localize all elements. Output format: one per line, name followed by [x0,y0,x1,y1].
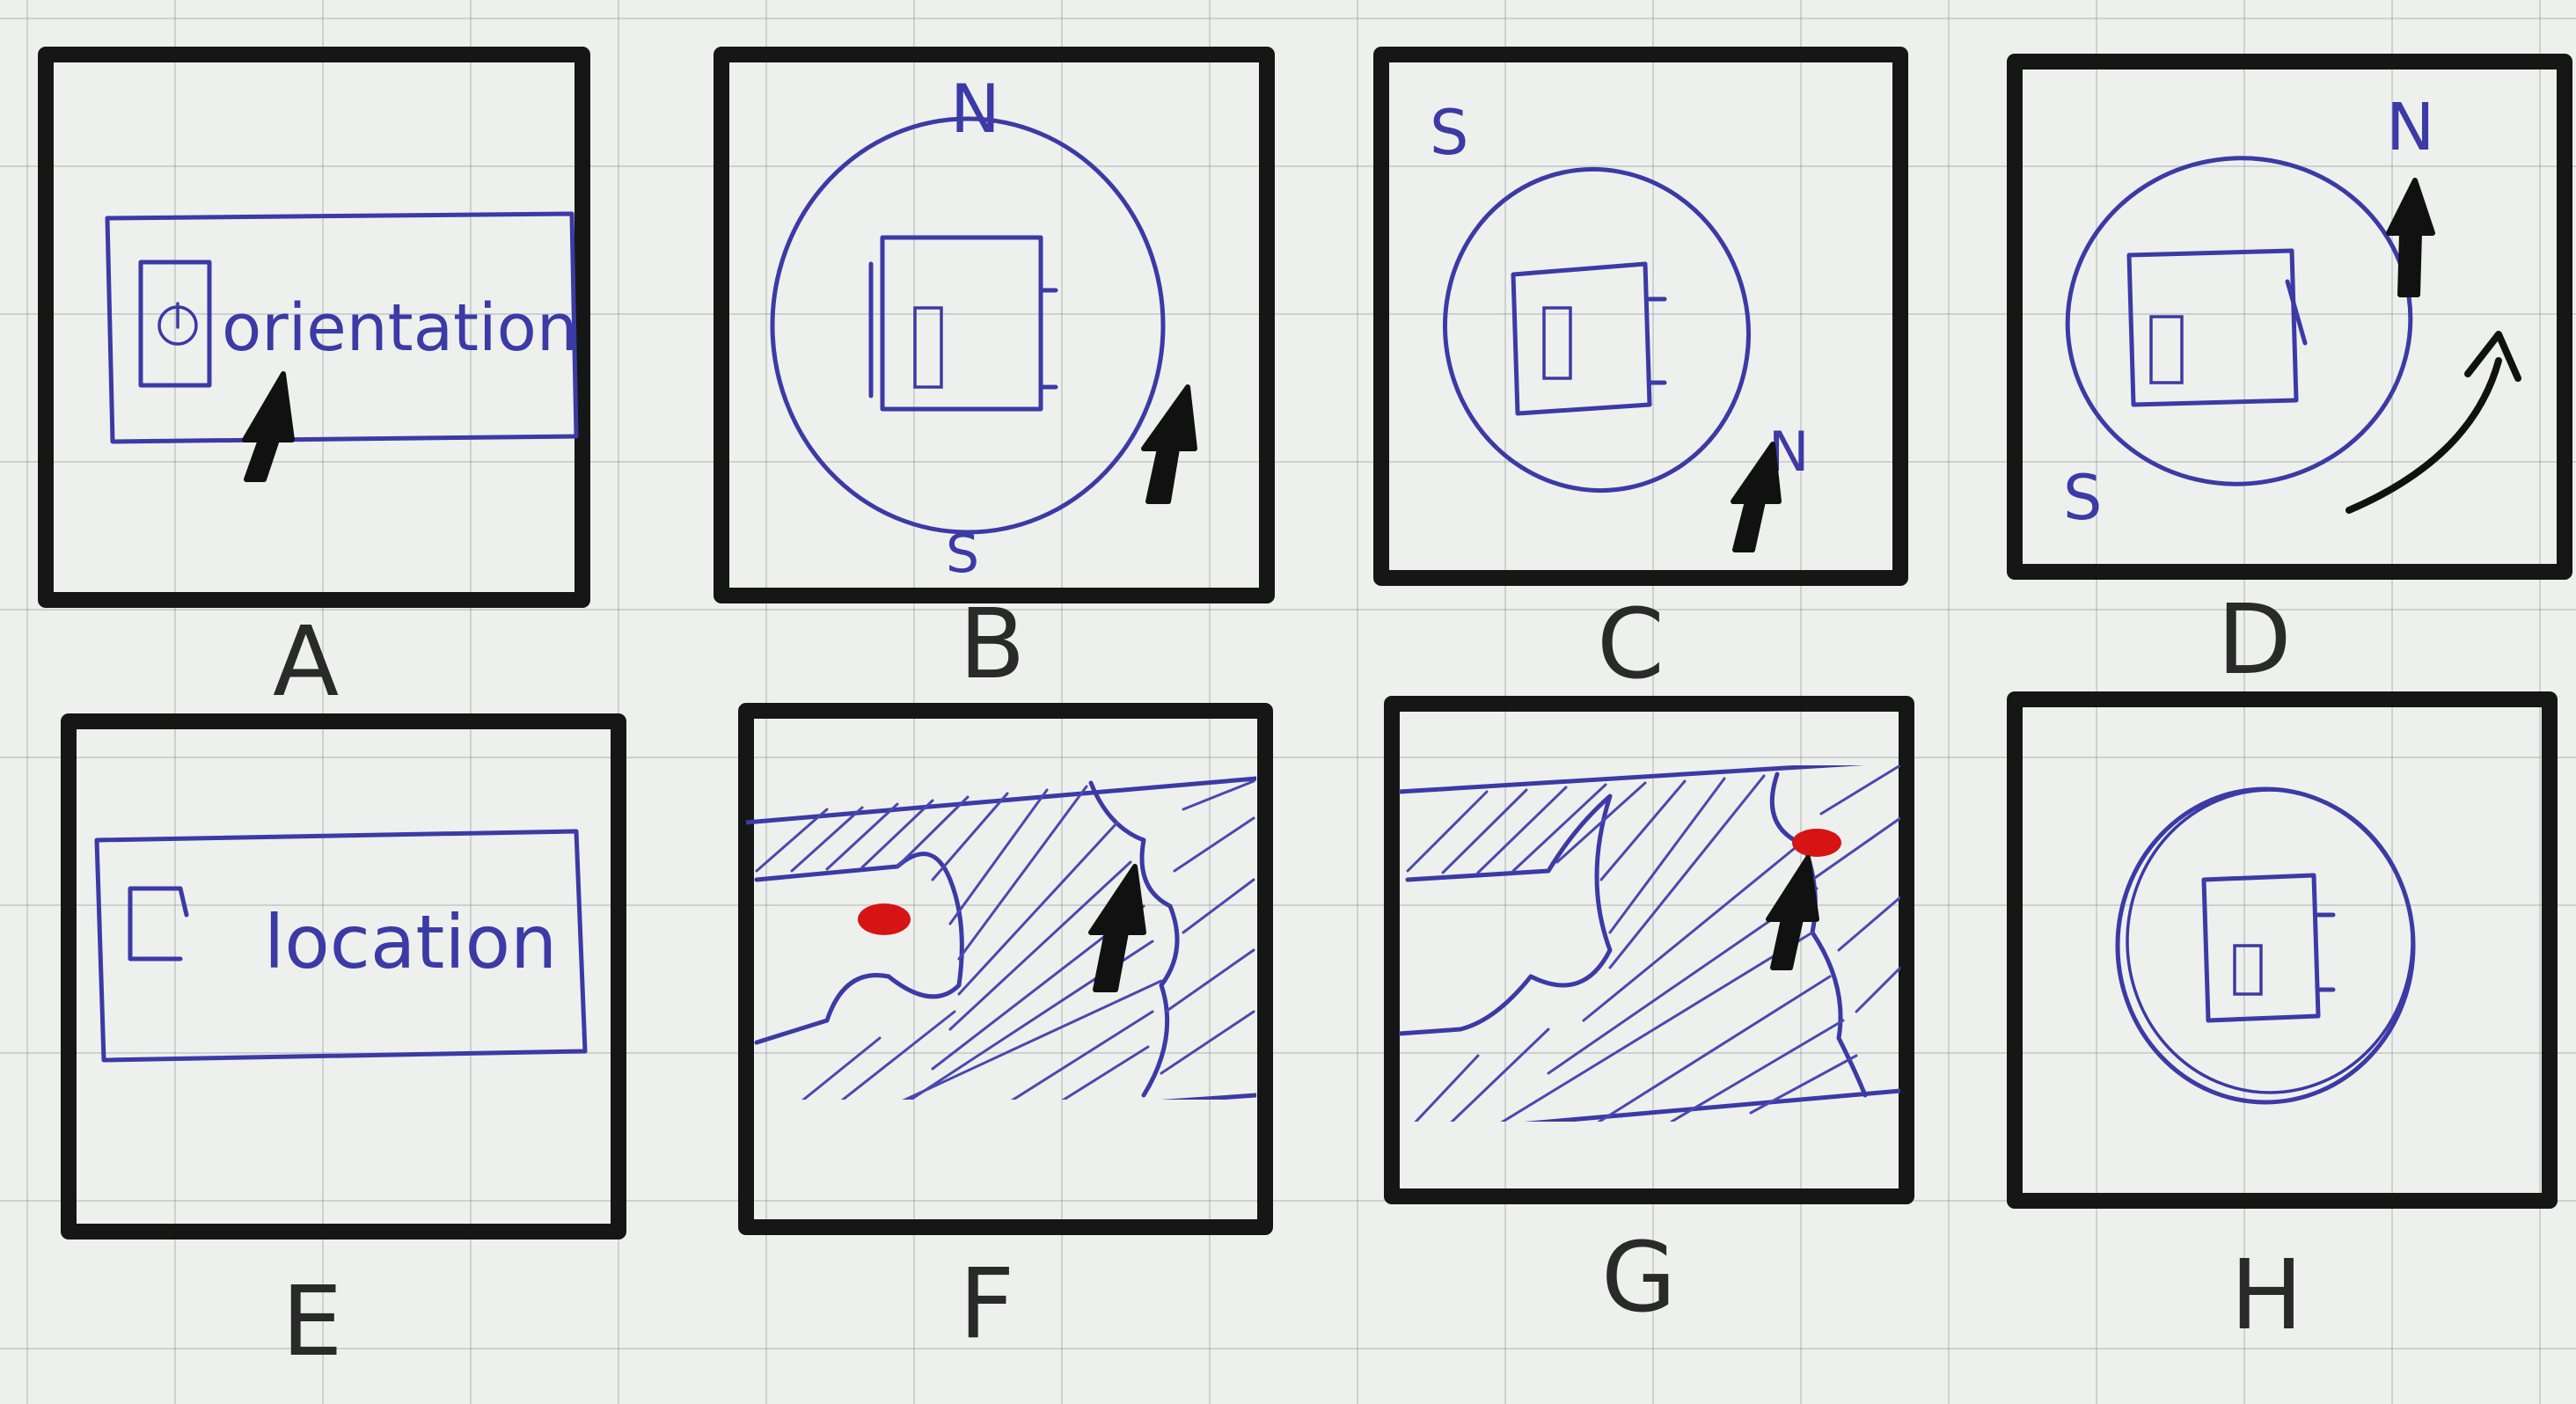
panel-d: N S D [2007,54,2572,696]
red-location-dot [858,903,911,935]
panel-h-label: H [2230,1239,2303,1351]
panel-b-label: B [959,588,1025,700]
location-button-label: location [264,899,557,985]
cursor-arrow-icon [2386,178,2435,297]
cursor-arrow-icon [1088,864,1146,992]
phone-screen-icon [913,306,943,389]
cursor-arrow-icon [1766,855,1819,970]
rotate-arrow-icon [2345,357,2502,514]
phone-screen-icon [2149,315,2184,384]
north-label: N [2386,90,2434,165]
red-location-dot [1792,829,1841,857]
compass-dial[interactable] [770,116,1166,535]
panel-b: N S B [714,47,1275,700]
map-view[interactable] [746,776,1256,1130]
panel-c: S N C [1373,47,1908,700]
phone-icon [2201,873,2321,1023]
orientation-button[interactable]: orientation [105,211,579,444]
phone-screen-icon [1542,306,1572,380]
panel-c-label: C [1597,588,1665,700]
north-label: N [950,69,1000,148]
south-label: S [2063,462,2102,534]
panel-a-label: A [273,605,339,718]
power-icon-box [138,260,212,388]
panel-g-frame [1384,696,1914,1204]
phone-icon [880,235,1043,412]
panel-e-label: E [282,1265,343,1378]
panel-b-frame [714,47,1275,603]
phone-icon [128,886,189,962]
panel-f: F [738,703,1273,1360]
phone-icon [2126,248,2299,407]
panel-a-frame [38,47,590,608]
power-icon [157,302,198,346]
panel-d-label: D [2217,583,2292,696]
panel-g-label: G [1601,1221,1676,1334]
panel-f-frame [738,703,1273,1235]
land-hatching [755,779,1255,1100]
cursor-arrow-icon [242,371,295,482]
compass-dial-rotating[interactable] [2046,136,2432,507]
panel-f-label: F [959,1247,1014,1360]
south-label: S [1430,97,1468,169]
panel-g: G [1384,696,1914,1334]
panel-h-frame [2007,691,2558,1209]
panel-e-frame [61,713,626,1239]
phone-screen-icon [2233,944,2263,996]
map-view-zoomed[interactable] [1399,761,1900,1135]
orientation-button-label: orientation [222,290,578,366]
compass-dial-final[interactable] [2115,786,2416,1105]
panel-e: location E [61,713,626,1378]
panel-h: H [2007,691,2558,1351]
panel-a: orientation A [38,47,590,718]
compass-dial-rotated[interactable] [1416,141,1779,519]
cursor-arrow-icon [1141,384,1197,504]
land-hatching [1406,765,1900,1122]
location-button[interactable]: location [94,829,588,1063]
cursor-arrow-icon [1731,442,1782,552]
panel-d-frame [2007,54,2572,580]
panel-c-frame [1373,47,1908,586]
south-label: S [946,523,979,585]
phone-icon [1511,261,1652,416]
